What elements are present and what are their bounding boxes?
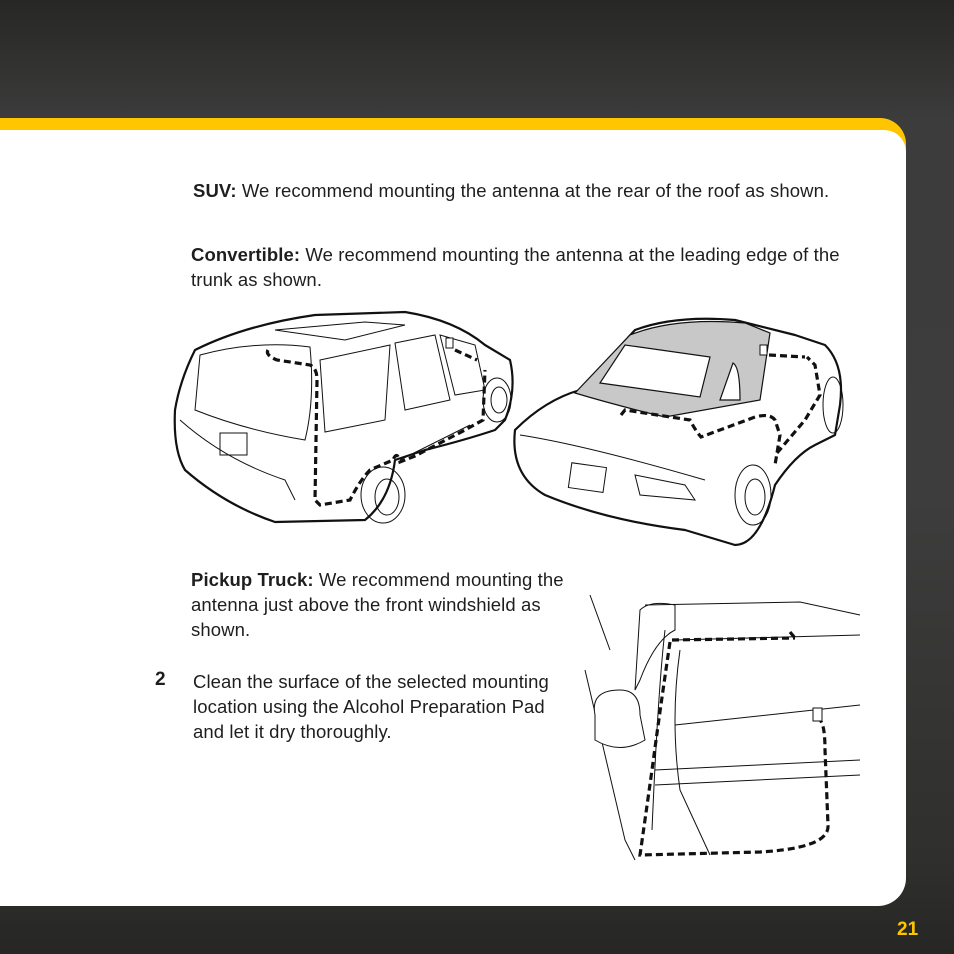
step-text: Clean the surface of the selected mounti… (193, 671, 549, 742)
suv-text: We recommend mounting the antenna at the… (236, 180, 830, 201)
pickup-label: Pickup Truck: (191, 569, 314, 590)
pickup-illustration (584, 594, 861, 861)
step-number: 2 (155, 669, 166, 690)
suv-label: SUV: (193, 180, 237, 201)
page-number: 21 (897, 919, 919, 940)
convertible-illustration (513, 317, 844, 547)
convertible-label: Convertible: (191, 244, 301, 265)
suv-illustration (173, 310, 514, 524)
pickup-paragraph: Pickup Truck: We recommend mounting the … (191, 567, 571, 642)
suv-paragraph: SUV: We recommend mounting the antenna a… (193, 178, 863, 203)
pickup-text: We recommend mounting the antenna just a… (191, 569, 564, 640)
convertible-text: We recommend mounting the antenna at the… (191, 244, 840, 290)
convertible-paragraph: Convertible: We recommend mounting the a… (191, 242, 863, 292)
